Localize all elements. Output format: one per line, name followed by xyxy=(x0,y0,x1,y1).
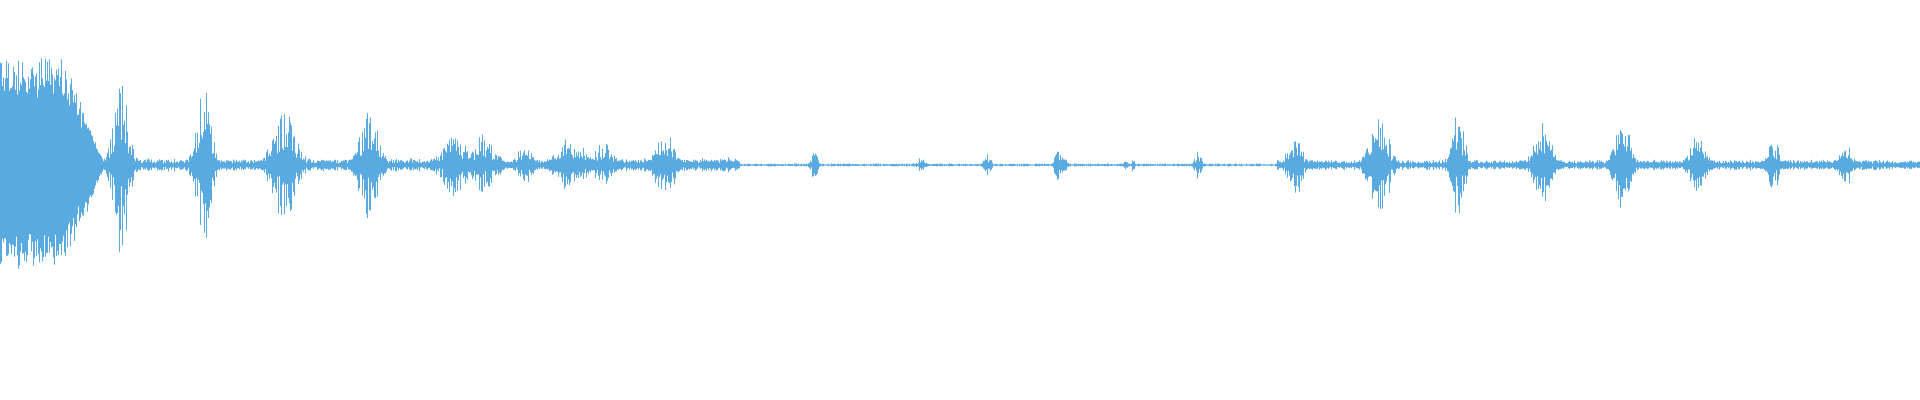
waveform-trace xyxy=(0,58,1920,269)
